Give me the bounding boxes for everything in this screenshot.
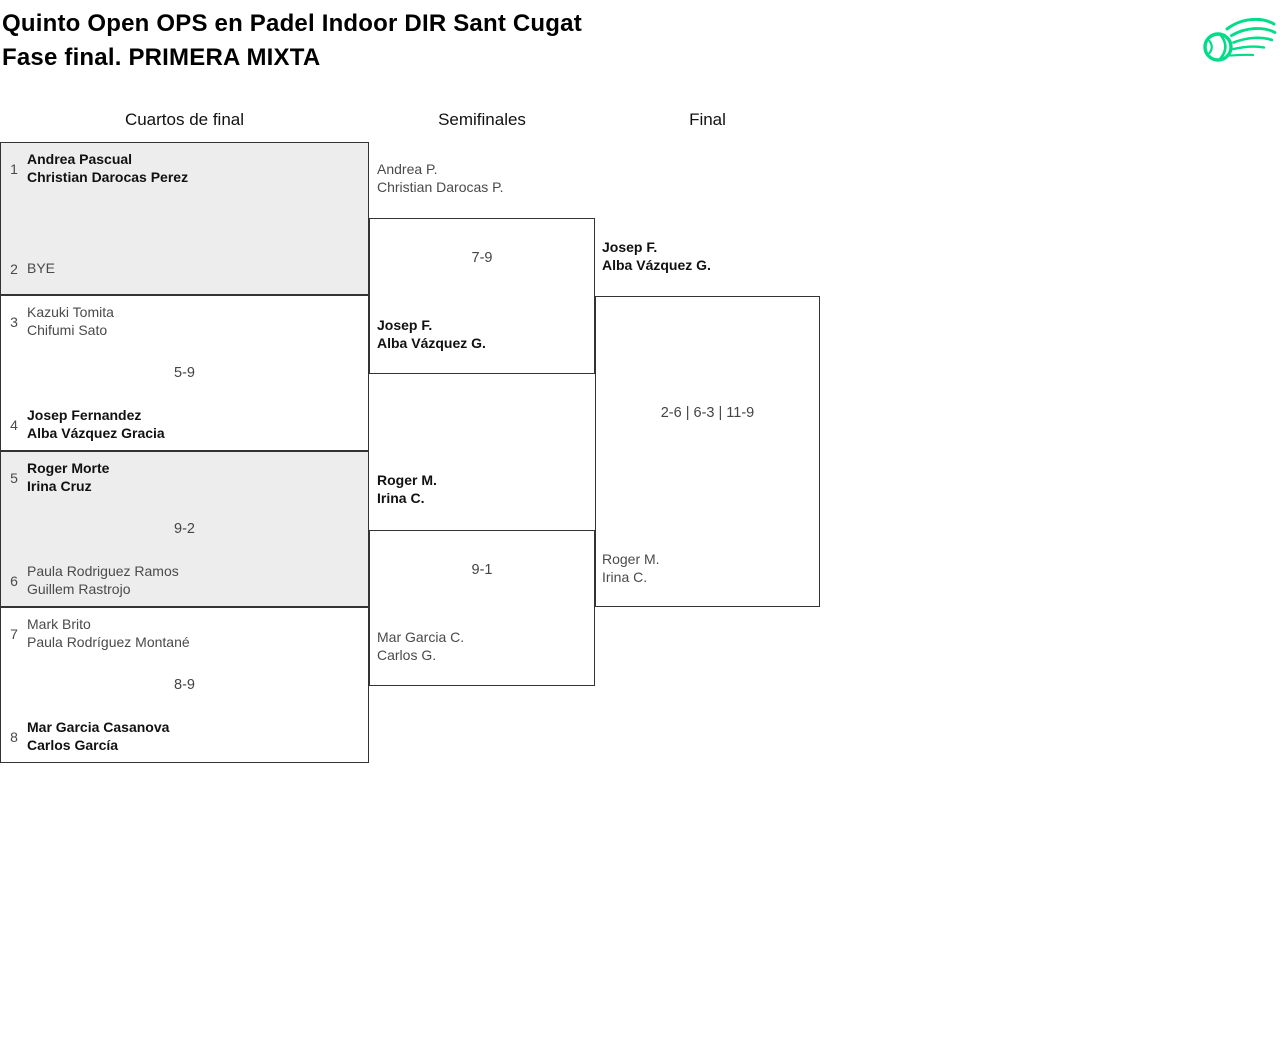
round-header-semifinals: Semifinales xyxy=(438,110,526,129)
sf2-top-team-label: Roger M. Irina C. xyxy=(377,472,437,507)
player-name: Alba Vázquez G. xyxy=(377,334,486,351)
ball-swoosh-logo-icon xyxy=(1203,17,1277,62)
team-names: BYE xyxy=(27,260,55,278)
team-names: Paula Rodriguez Ramos Guillem Rastrojo xyxy=(27,563,179,598)
team-row-bottom: 2 BYE xyxy=(1,251,368,286)
player-name: Josep F. xyxy=(377,317,433,333)
player-name: Irina C. xyxy=(602,568,648,585)
player-name: Andrea Pascual xyxy=(27,151,133,167)
player-name: Kazuki Tomita xyxy=(27,304,114,320)
sf2-bottom-team-label: Mar Garcia C. Carlos G. xyxy=(377,629,464,664)
seed-number: 4 xyxy=(10,416,18,433)
sf1-bottom-team-label: Josep F. Alba Vázquez G. xyxy=(377,317,486,352)
seed-number: 5 xyxy=(10,469,18,486)
team-row-top: 1 Andrea Pascual Christian Darocas Perez xyxy=(1,151,368,186)
player-name: Guillem Rastrojo xyxy=(27,580,131,597)
player-name: Carlos García xyxy=(27,736,119,753)
player-name: Irina C. xyxy=(377,489,425,506)
qf-match-3: 5 Roger Morte Irina Cruz 9-2 6 Paula Rod… xyxy=(0,451,369,607)
match-score: 8-9 xyxy=(174,677,195,693)
match-score: 5-9 xyxy=(174,365,195,381)
player-name: Alba Vázquez G. xyxy=(602,256,711,273)
player-name: Carlos G. xyxy=(377,646,437,663)
team-names: Kazuki Tomita Chifumi Sato xyxy=(27,304,114,339)
seed-number: 7 xyxy=(10,625,18,642)
team-names: Roger Morte Irina Cruz xyxy=(27,460,109,495)
team-names: Mar Garcia Casanova Carlos García xyxy=(27,719,169,754)
sf-match-1-box xyxy=(369,218,595,374)
player-name: Roger Morte xyxy=(27,460,110,476)
player-name: BYE xyxy=(27,259,56,276)
sf2-score: 9-1 xyxy=(471,562,493,578)
player-name: Mar Garcia Casanova xyxy=(27,719,170,735)
team-row-bottom: 8 Mar Garcia Casanova Carlos García xyxy=(1,719,368,754)
player-name: Paula Rodríguez Montané xyxy=(27,633,190,650)
round-header-final: Final xyxy=(689,110,726,129)
team-names: Mark Brito Paula Rodríguez Montané xyxy=(27,616,190,651)
round-header-quarterfinals: Cuartos de final xyxy=(124,110,245,129)
team-row-top: 5 Roger Morte Irina Cruz xyxy=(1,460,368,495)
team-row-bottom: 4 Josep Fernandez Alba Vázquez Gracia xyxy=(1,407,368,442)
qf-match-1: 1 Andrea Pascual Christian Darocas Perez… xyxy=(0,142,369,295)
sf1-score: 7-9 xyxy=(471,250,493,266)
player-name: Irina Cruz xyxy=(27,477,92,494)
player-name: Paula Rodriguez Ramos xyxy=(27,563,179,579)
sf1-top-team-label: Andrea P. Christian Darocas P. xyxy=(377,161,504,196)
player-name: Chifumi Sato xyxy=(27,321,108,338)
seed-number: 3 xyxy=(10,313,18,330)
player-name: Christian Darocas P. xyxy=(377,178,504,195)
player-name: Roger M. xyxy=(602,551,660,567)
qf-match-2: 3 Kazuki Tomita Chifumi Sato 5-9 4 Josep… xyxy=(0,295,369,451)
qf-match-4: 7 Mark Brito Paula Rodríguez Montané 8-9… xyxy=(0,607,369,763)
player-name: Alba Vázquez Gracia xyxy=(27,424,165,441)
sf-match-2-box xyxy=(369,530,595,686)
team-row-top: 7 Mark Brito Paula Rodríguez Montané xyxy=(1,616,368,651)
seed-number: 6 xyxy=(10,572,18,589)
player-name: Christian Darocas Perez xyxy=(27,168,189,185)
player-name: Roger M. xyxy=(377,472,437,488)
player-name: Andrea P. xyxy=(377,161,438,177)
tournament-title: Quinto Open OPS en Padel Indoor DIR Sant… xyxy=(2,10,582,37)
seed-number: 1 xyxy=(10,160,18,177)
seed-number: 8 xyxy=(10,728,18,745)
player-name: Josep F. xyxy=(602,239,658,255)
final-bottom-team-label: Roger M. Irina C. xyxy=(602,551,660,586)
match-score: 9-2 xyxy=(174,521,195,537)
final-score: 2-6 | 6-3 | 11-9 xyxy=(660,405,755,421)
seed-number: 2 xyxy=(10,260,18,277)
team-row-bottom: 6 Paula Rodriguez Ramos Guillem Rastrojo xyxy=(1,563,368,598)
team-row-top: 3 Kazuki Tomita Chifumi Sato xyxy=(1,304,368,339)
final-match-box xyxy=(595,296,820,607)
player-name: Mar Garcia C. xyxy=(377,629,465,645)
phase-title: Fase final. PRIMERA MIXTA xyxy=(2,44,321,71)
team-names: Josep Fernandez Alba Vázquez Gracia xyxy=(27,407,165,442)
player-name: Mark Brito xyxy=(27,616,91,632)
player-name: Josep Fernandez xyxy=(27,407,142,423)
team-names: Andrea Pascual Christian Darocas Perez xyxy=(27,151,188,186)
final-top-team-label: Josep F. Alba Vázquez G. xyxy=(602,239,711,274)
page-header: Quinto Open OPS en Padel Indoor DIR Sant… xyxy=(2,7,582,75)
